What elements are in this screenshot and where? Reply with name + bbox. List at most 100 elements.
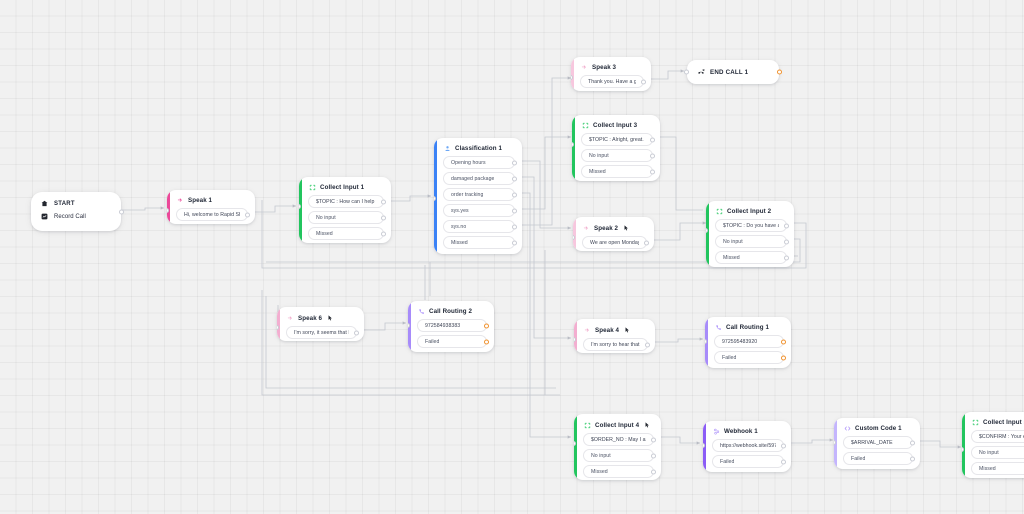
row-output-port[interactable] bbox=[512, 240, 518, 245]
node-row[interactable]: Opening hours bbox=[443, 156, 518, 169]
node-input-port[interactable] bbox=[705, 339, 707, 344]
node-row[interactable]: $CONFIRM : Your expecte bbox=[971, 430, 1024, 443]
row-output-port[interactable] bbox=[354, 330, 360, 335]
node-row[interactable]: $ARRIVAL_DATE bbox=[843, 436, 916, 449]
node-row[interactable]: $TOPIC : Alright, great. How can I h bbox=[581, 133, 656, 146]
row-output-port[interactable] bbox=[245, 212, 251, 217]
row-output-port[interactable] bbox=[512, 208, 518, 213]
row-output-port[interactable] bbox=[644, 240, 650, 245]
node-row[interactable]: $TOPIC : Do you have another ques bbox=[715, 219, 790, 232]
node-call-routing-1[interactable]: Call Routing 1 972595483920 Failed bbox=[705, 317, 791, 368]
node-row[interactable]: Missed bbox=[443, 236, 518, 249]
node-row[interactable]: $ORDER_NO : May I ask for your or bbox=[583, 433, 657, 446]
row-output-port[interactable] bbox=[381, 231, 387, 236]
node-row[interactable]: Failed bbox=[843, 452, 916, 465]
node-end-call-1[interactable]: END CALL 1 bbox=[683, 60, 782, 84]
node-row[interactable]: 972595483920 bbox=[714, 335, 787, 348]
node-input-port[interactable] bbox=[706, 228, 708, 233]
node-call-routing-2[interactable]: Call Routing 2 972584938383 Failed bbox=[408, 301, 494, 352]
node-input-port[interactable] bbox=[834, 440, 836, 445]
row-output-port[interactable] bbox=[650, 169, 656, 174]
node-row[interactable]: Missed bbox=[308, 227, 387, 240]
row-output-port[interactable] bbox=[645, 342, 651, 347]
row-output-port[interactable] bbox=[910, 456, 916, 461]
node-row[interactable]: order tracking bbox=[443, 188, 518, 201]
row-output-port[interactable] bbox=[650, 153, 656, 158]
row-output-port[interactable] bbox=[651, 453, 657, 458]
node-row[interactable]: Missed bbox=[715, 251, 790, 264]
node-input-port[interactable] bbox=[703, 443, 705, 448]
node-input-port[interactable] bbox=[434, 196, 436, 201]
node-row[interactable]: We are open Monday through F... bbox=[582, 236, 650, 249]
node-row[interactable]: No input bbox=[583, 449, 657, 462]
node-input-port[interactable] bbox=[571, 75, 573, 80]
node-row[interactable]: No input bbox=[971, 446, 1024, 459]
node-input-port[interactable] bbox=[299, 204, 301, 209]
record-call-row[interactable]: Record Call bbox=[41, 213, 111, 220]
node-start[interactable]: START Record Call bbox=[31, 192, 124, 231]
node-row[interactable]: No input bbox=[715, 235, 790, 248]
node-row[interactable]: Missed bbox=[971, 462, 1024, 475]
node-row[interactable]: No input bbox=[581, 149, 656, 162]
node-input-port[interactable] bbox=[572, 142, 574, 147]
end-call-output-port[interactable] bbox=[776, 69, 782, 75]
node-webhook-1[interactable]: Webhook 1 https://webhook.site/59712f65.… bbox=[703, 421, 791, 472]
row-output-port[interactable] bbox=[651, 469, 657, 474]
node-row[interactable]: I'm sorry to hear that. Let me r... bbox=[583, 338, 651, 351]
node-speak-4[interactable]: Speak 4 I'm sorry to hear that. Let me r… bbox=[574, 319, 655, 353]
row-output-port[interactable] bbox=[512, 224, 518, 229]
row-output-port[interactable] bbox=[381, 199, 387, 204]
node-input-port[interactable] bbox=[574, 441, 576, 446]
node-collect-input-5[interactable]: Collect Input 5 $CONFIRM : Your expecte … bbox=[962, 412, 1024, 478]
node-row[interactable]: $TOPIC : How can I help you? bbox=[308, 195, 387, 208]
node-row[interactable]: No input bbox=[308, 211, 387, 224]
node-input-port[interactable] bbox=[277, 325, 279, 330]
row-output-port[interactable] bbox=[381, 215, 387, 220]
row-output-port[interactable] bbox=[512, 176, 518, 181]
row-output-port[interactable] bbox=[781, 339, 787, 344]
node-row[interactable]: Missed bbox=[581, 165, 656, 178]
node-collect-input-1[interactable]: Collect Input 1 $TOPIC : How can I help … bbox=[299, 177, 391, 243]
node-row[interactable]: Thank you. Have a good day! bbox=[580, 75, 647, 88]
node-row[interactable]: Missed bbox=[583, 465, 657, 478]
node-row[interactable]: 972584938383 bbox=[417, 319, 490, 332]
node-input-port[interactable] bbox=[574, 337, 576, 342]
node-row[interactable]: Failed bbox=[417, 335, 490, 348]
row-output-port[interactable] bbox=[784, 255, 790, 260]
row-output-port[interactable] bbox=[784, 223, 790, 228]
row-output-port[interactable] bbox=[651, 437, 657, 442]
node-input-port[interactable] bbox=[167, 208, 169, 213]
node-collect-input-4[interactable]: Collect Input 4 $ORDER_NO : May I ask fo… bbox=[574, 414, 661, 480]
node-row[interactable]: sys.no bbox=[443, 220, 518, 233]
node-row[interactable]: Hi, welcome to Rapid Shipping. bbox=[176, 208, 251, 221]
node-input-port[interactable] bbox=[683, 69, 689, 75]
row-output-port[interactable] bbox=[484, 339, 490, 344]
row-output-port[interactable] bbox=[781, 443, 787, 448]
node-custom-code-1[interactable]: Custom Code 1 $ARRIVAL_DATE Failed bbox=[834, 418, 920, 469]
row-output-port[interactable] bbox=[484, 323, 490, 328]
node-speak-1[interactable]: Speak 1 Hi, welcome to Rapid Shipping. bbox=[167, 190, 255, 224]
node-input-port[interactable] bbox=[573, 235, 575, 240]
node-row[interactable]: Failed bbox=[712, 455, 787, 468]
row-output-port[interactable] bbox=[512, 160, 518, 165]
row-output-port[interactable] bbox=[650, 137, 656, 142]
node-collect-input-3[interactable]: Collect Input 3 $TOPIC : Alright, great.… bbox=[572, 115, 660, 181]
node-speak-6[interactable]: Speak 6 I'm sorry, it seems that I canno… bbox=[277, 307, 364, 341]
node-speak-2[interactable]: Speak 2 We are open Monday through F... bbox=[573, 217, 654, 251]
start-output-port[interactable] bbox=[118, 209, 124, 214]
node-row[interactable]: I'm sorry, it seems that I cannot... bbox=[286, 326, 360, 339]
node-row[interactable]: https://webhook.site/59712f65... bbox=[712, 439, 787, 452]
row-output-port[interactable] bbox=[781, 355, 787, 360]
row-output-port[interactable] bbox=[512, 192, 518, 197]
node-row[interactable]: sys.yes bbox=[443, 204, 518, 217]
node-collect-input-2[interactable]: Collect Input 2 $TOPIC : Do you have ano… bbox=[706, 201, 794, 267]
row-output-port[interactable] bbox=[781, 459, 787, 464]
node-input-port[interactable] bbox=[408, 323, 410, 328]
node-classification-1[interactable]: Classification 1 Opening hours damaged p… bbox=[434, 138, 522, 254]
node-input-port[interactable] bbox=[962, 447, 964, 452]
row-output-port[interactable] bbox=[784, 239, 790, 244]
node-row[interactable]: Failed bbox=[714, 351, 787, 364]
node-speak-3[interactable]: Speak 3 Thank you. Have a good day! bbox=[571, 57, 651, 91]
row-output-port[interactable] bbox=[641, 79, 647, 84]
